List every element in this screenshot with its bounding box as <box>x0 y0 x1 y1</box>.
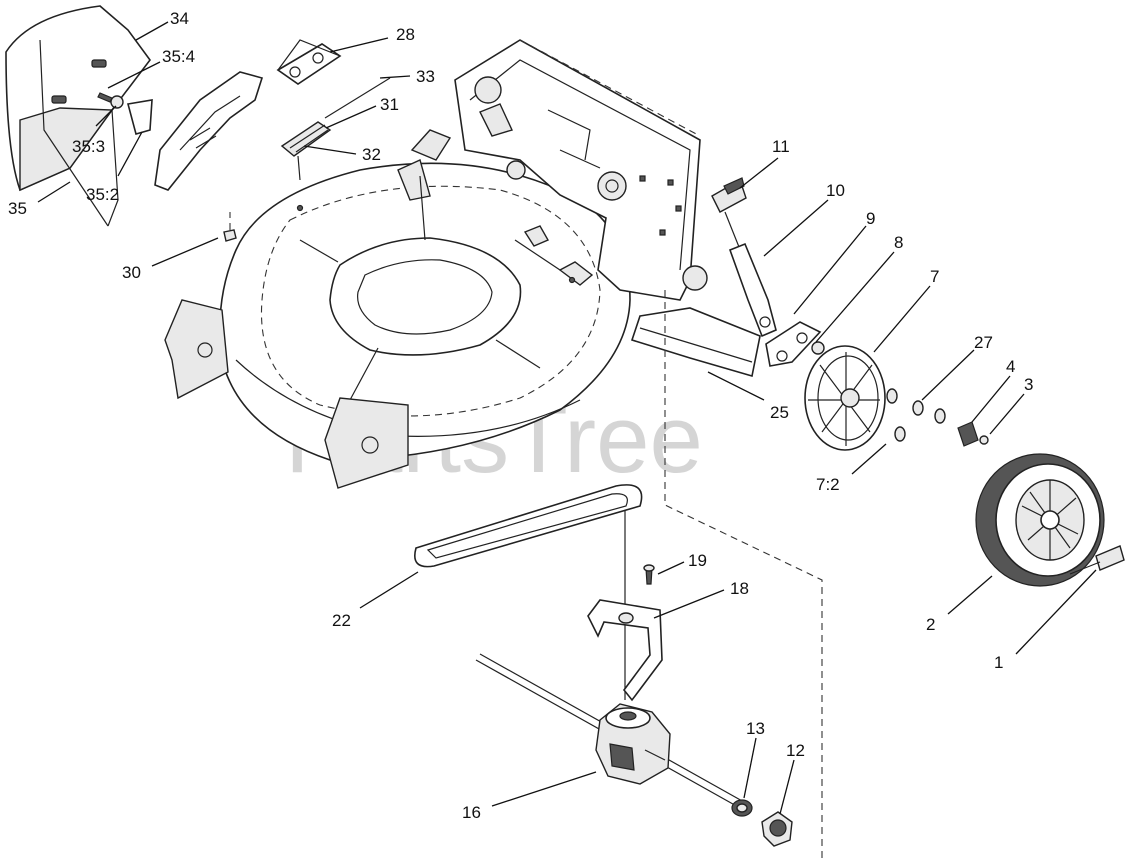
transmission-part <box>475 653 745 809</box>
callout-13: 13 <box>746 719 765 738</box>
callout-35: 35 <box>8 199 27 218</box>
callout-9: 9 <box>866 209 875 228</box>
wheel-part <box>975 453 1105 587</box>
bolt-part <box>223 212 237 242</box>
callout-35-3: 35:3 <box>72 137 105 156</box>
callout-19: 19 <box>688 551 707 570</box>
rear-door-part <box>5 5 151 227</box>
callout-16: 16 <box>462 803 481 822</box>
callout-27: 27 <box>974 333 993 352</box>
callout-28: 28 <box>396 25 415 44</box>
callout-34: 34 <box>170 9 189 28</box>
leader-lines <box>37 21 1097 815</box>
spring-pin-part <box>280 77 391 181</box>
callout-10: 10 <box>826 181 845 200</box>
wheel-bolt-part <box>1069 545 1125 575</box>
wheel-hub-part <box>804 345 886 451</box>
callout-35-2: 35:2 <box>86 185 119 204</box>
height-bracket-part <box>728 242 822 367</box>
bushing-part <box>731 799 753 817</box>
height-lever-part <box>711 177 747 263</box>
callout-1: 1 <box>994 653 1003 672</box>
callout-7: 7 <box>930 267 939 286</box>
callout-30: 30 <box>122 263 141 282</box>
callout-12: 12 <box>786 741 805 760</box>
hub-hardware-part <box>886 388 989 447</box>
handle-latch-part <box>154 71 264 191</box>
callout-25: 25 <box>770 403 789 422</box>
bearing-part <box>761 811 793 847</box>
callout-22: 22 <box>332 611 351 630</box>
callout-2: 2 <box>926 615 935 634</box>
callout-11: 11 <box>772 137 790 156</box>
washer-part <box>811 341 825 355</box>
callout-7-2: 7:2 <box>816 475 840 494</box>
rear-frame-part <box>397 39 761 378</box>
callout-4: 4 <box>1006 357 1015 376</box>
drive-outline <box>664 290 823 858</box>
belt-cover-part <box>587 599 663 702</box>
screw-part <box>643 564 655 585</box>
callout-31: 31 <box>380 95 399 114</box>
callout-18: 18 <box>730 579 749 598</box>
frame-outline <box>519 39 701 137</box>
callout-32: 32 <box>362 145 381 164</box>
hinge-bracket-part <box>97 92 153 135</box>
callout-3: 3 <box>1024 375 1033 394</box>
callout-35-4: 35:4 <box>162 47 195 66</box>
drive-belt-part <box>414 484 643 568</box>
callout-8: 8 <box>894 233 903 252</box>
mower-deck-part <box>164 162 631 489</box>
gasket-part <box>276 39 342 85</box>
callout-33: 33 <box>416 67 435 86</box>
